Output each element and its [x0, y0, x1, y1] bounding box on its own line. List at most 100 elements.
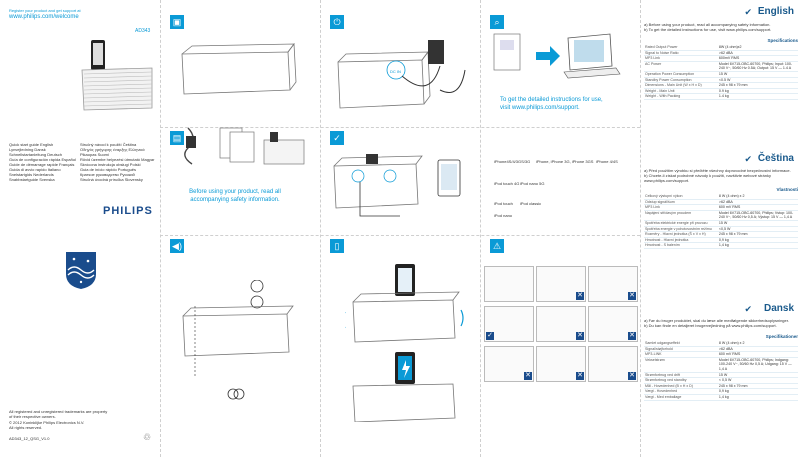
czech-header: ✔ Čeština [642, 153, 800, 167]
safety-instruction: Before using your product, read all acco… [189, 189, 281, 203]
spec-value: 15 W [717, 71, 798, 78]
spec-value: 0,9 kg [717, 237, 798, 244]
english-spec-title: Specifications [767, 38, 798, 43]
guide-item: Schnellstartanleitung Deutsch [9, 152, 62, 157]
spec-key: MP3 Link [644, 55, 718, 62]
spec-value: 8 W (4 ohm) x 2 [717, 341, 798, 347]
spec-value: 600mV RMS [717, 55, 798, 62]
spec-key: AC Power [644, 61, 718, 72]
copyright: © 2012 Koninklijke Philips Electronics N… [9, 420, 85, 425]
rights: All rights reserved. [9, 425, 43, 430]
spec-key: Strømforbrug ved drift [644, 372, 718, 379]
spec-key: Signal/støjforhold [644, 346, 718, 353]
warning-image: ✕ [588, 266, 638, 302]
cross-icon: ✕ [576, 332, 584, 340]
spec-key: Signal to Noise Ratio [644, 50, 718, 57]
document-code: AD343_12_QSG_V1.0 [9, 436, 50, 441]
warning-image: ✕ [588, 346, 638, 382]
cross-icon: ✕ [524, 372, 532, 380]
spec-key: Dimensions - Main Unit (W x H x D) [644, 82, 718, 89]
spec-key: MP3-LINK [644, 351, 718, 358]
danish-header: ✔ Dansk [642, 303, 800, 317]
phone-model: iPod touch [494, 201, 513, 206]
danish-spec-title: Specifikationer [765, 334, 798, 339]
spec-value: 600 mV RMS [717, 204, 798, 211]
warning-icon: ⚠ [490, 239, 504, 253]
spec-value: >62 dBA [717, 50, 798, 57]
dock-icon: ▤ [170, 131, 184, 145]
spec-value: 0,9 kg [717, 388, 798, 395]
cross-icon: ✕ [628, 292, 636, 300]
cover-column: Register your product and get support at… [0, 0, 160, 457]
column-divider [160, 0, 161, 457]
spec-key: Napájení střídavým proudem [644, 210, 718, 221]
quick-guides-right: Stručný návod k použití Čeština Οδηγός γ… [80, 142, 158, 182]
note: a) Before using your product, read all a… [644, 22, 771, 27]
warning-image: ✕ [536, 306, 586, 342]
spec-key: Odstup signál/šum [644, 199, 718, 206]
support-url[interactable]: www.philips.com/welcome [9, 14, 79, 20]
phone-model: iPhone4S/4/3GS/3G [494, 159, 531, 164]
table-row: Dimensions - Main Unit (W x H x D)245 x … [644, 82, 798, 89]
spec-value: >62 dBA [717, 346, 798, 353]
magnifier-icon: ⌕ [490, 15, 504, 29]
checkmark-icon: ✔ [744, 304, 752, 314]
english-header: ✔ English [642, 6, 800, 20]
checkmark-icon: ✔ [744, 7, 752, 17]
warning-image: ✕ [536, 266, 586, 302]
spec-key: Celkový výstupní výkon [644, 194, 718, 200]
spec-value: >62 dBA [717, 199, 798, 206]
note: b) Du kan finde en detaljeret brugervejl… [644, 323, 777, 328]
spec-value: <0,5 W [717, 226, 798, 233]
dock-lines-illustration [330, 150, 480, 225]
warning-image: ✓ [484, 306, 534, 342]
table-row: Signal/støjforhold>62 dBA [644, 346, 798, 353]
specs-column: ✔ English a) Before using your product, … [642, 0, 800, 457]
guide-item: Lynvejledning Dansk [9, 147, 46, 152]
play-illustration [175, 279, 315, 400]
phone-model: iPod classic [520, 201, 542, 206]
plug-icon: ⏻ [330, 15, 344, 29]
spec-key: Standby Power Consumption [644, 77, 718, 84]
danish-title: Dansk [763, 303, 794, 314]
spec-value: 8 W (4 ohm) x 2 [717, 194, 798, 200]
register-line: Register your product and get support at [9, 8, 81, 13]
spec-key: Vægt - Med emballage [644, 394, 718, 401]
warning-image: ✕ [484, 346, 534, 382]
phone-model: iPod nano 5G [520, 181, 545, 186]
spec-value: 245 x 98 x 79 mm [717, 383, 798, 390]
note: a) Před použitím výrobku si přečtěte vše… [644, 168, 791, 173]
phone-model: iPod nano [494, 213, 513, 218]
compatible-phones: iPhone4S/4/3GS/3G iPhone, iPhone 3G, iPh… [484, 157, 634, 218]
guide-item: Guía de configuración rápida Español [9, 157, 76, 162]
support-instruction: To get the detailed instructions for use… [500, 97, 603, 111]
english-title: English [757, 6, 794, 17]
cross-icon: ✕ [628, 372, 636, 380]
spec-value: 8W (4 ohm)x2 [717, 45, 798, 51]
cross-icon: ✕ [628, 332, 636, 340]
spec-key: Vægt - Hovedenhed [644, 388, 718, 395]
power-illustration: DC IN [330, 30, 480, 125]
guide-item: Stručný návod k použití Čeština [80, 142, 137, 147]
column-divider [480, 0, 481, 457]
unbox-illustration [168, 36, 316, 216]
recycle-icon: ♲ [143, 432, 152, 442]
checkmark-icon: ✔ [744, 154, 752, 164]
spec-key: Rated Output Power [644, 45, 718, 51]
guide-item: Οδηγός γρήγορης έναρξης Ελληνικά [80, 147, 145, 152]
guide-item: Snabbstartguide Svenska [9, 177, 55, 182]
spec-value: < 0,5 W [717, 377, 798, 384]
spec-key: Spotřeba elektrické energie při provozu [644, 220, 718, 227]
note: b) Chcete-li získat podrobné návody k po… [644, 173, 771, 183]
column-divider [320, 0, 321, 457]
